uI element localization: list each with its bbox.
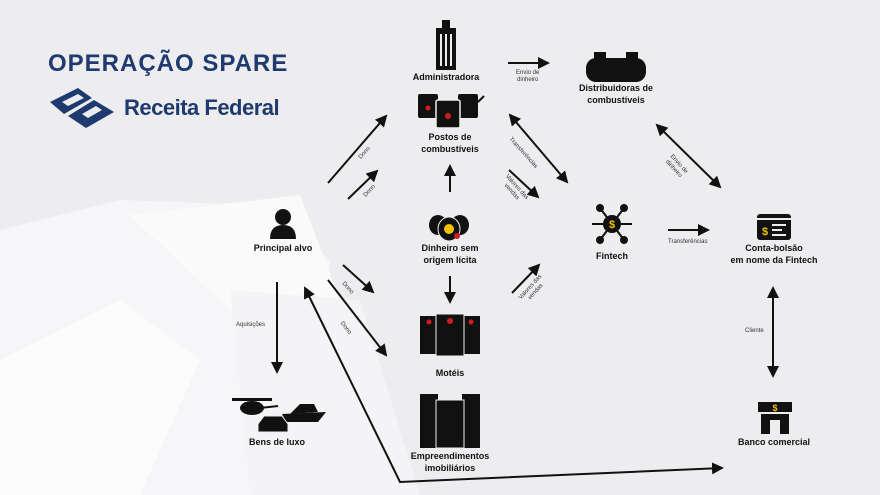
svg-text:$: $	[609, 219, 615, 231]
bank-icon: $	[758, 402, 792, 434]
arrow-distribuidoras-conta	[655, 123, 722, 189]
arrow-dono-admin	[327, 114, 388, 184]
svg-text:$: $	[772, 403, 777, 413]
node-banco-comercial: Banco comercial	[737, 437, 811, 447]
node-bens-de-luxo: Bens de luxo	[248, 437, 306, 447]
fuel-tank-icon	[586, 52, 646, 82]
node-moteis: Motéis	[435, 368, 465, 378]
receita-federal-logo: Receita Federal	[48, 86, 280, 130]
node-fintech: Fintech	[595, 251, 629, 261]
page-title: OPERAÇÃO SPARE	[48, 50, 289, 77]
arrow-dono-empreendimentos	[327, 279, 388, 357]
money-bags-icon	[429, 215, 469, 241]
luxury-goods-icon	[232, 398, 326, 433]
arrow-valores-fintech-1	[508, 169, 540, 199]
node-principal-alvo: Principal alvo	[253, 243, 313, 253]
fuel-pumps-icon	[418, 94, 485, 128]
label-aquisicoes: Aquisições	[236, 322, 266, 328]
logo-text: Receita Federal	[124, 95, 280, 120]
arrow-banco-principal	[304, 286, 724, 484]
arrow-dono-postos	[347, 169, 379, 200]
label-cliente: Cliente	[745, 328, 764, 334]
building-icon	[436, 20, 456, 70]
label-transferencias-2: Transferências	[668, 239, 708, 245]
motel-buildings-icon	[420, 314, 480, 356]
svg-text:$: $	[762, 226, 768, 238]
account-card-icon: $	[757, 214, 791, 240]
node-administradora: Administradora	[412, 72, 480, 82]
person-icon	[270, 209, 296, 239]
arrow-postos-fintech	[508, 113, 569, 184]
fintech-network-icon: $	[592, 204, 632, 244]
real-estate-buildings-icon	[420, 394, 480, 448]
receita-logo-icon	[50, 88, 114, 128]
